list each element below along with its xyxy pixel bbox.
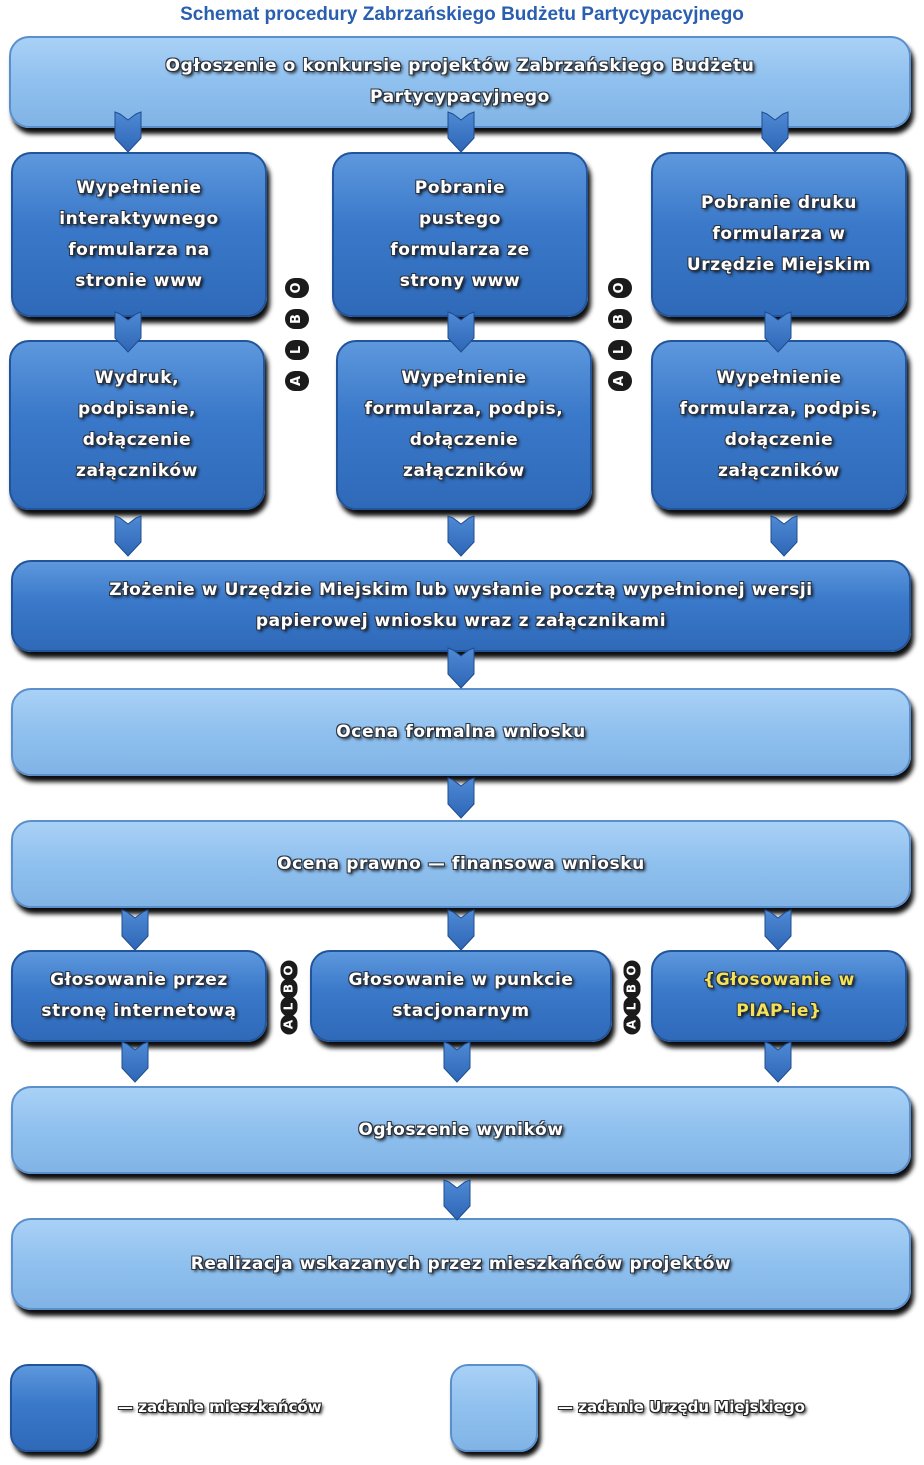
flow-arrow [764, 909, 792, 951]
diagram-title: Schemat procedury Zabrzańskiego Budżetu … [180, 4, 744, 25]
vote-piap-label: {Głosowanie w PIAP-ie} [703, 970, 855, 1021]
albo-separator: O B L A [282, 276, 312, 400]
albo-letter: A [623, 1014, 641, 1035]
albo-separator: O B L A [617, 960, 647, 1035]
albo-letter: O [608, 278, 632, 298]
albo-separator: O B L A [605, 276, 635, 400]
albo-letter: O [623, 960, 641, 981]
albo-letter: A [285, 371, 309, 391]
legal-financial-review-box: Ocena prawno — finansowa wniosku [11, 820, 911, 908]
submit-box: Złożenie w Urzędzie Miejskim lub wysłani… [11, 560, 911, 652]
albo-letter: A [608, 371, 632, 391]
formal-review-box: Ocena formalna wniosku [11, 688, 911, 776]
flow-arrow [114, 515, 142, 557]
vote-piap-box: {Głosowanie w PIAP-ie} [651, 950, 907, 1042]
albo-letter: A [280, 1014, 298, 1035]
albo-letter: B [285, 309, 309, 329]
flow-arrow [121, 1041, 149, 1083]
albo-letter: B [623, 978, 641, 999]
print-sign-attach-box: Wydruk, podpisanie, dołączenie załącznik… [9, 340, 265, 510]
albo-letter: L [623, 996, 641, 1017]
legend-swatch-resident [10, 1364, 98, 1452]
albo-letter: B [608, 309, 632, 329]
albo-letter: O [280, 960, 298, 981]
fill-sign-attach-box: Wypełnienie formularza, podpis, dołączen… [651, 340, 907, 510]
albo-letter: L [280, 996, 298, 1017]
announcement-box: Ogłoszenie o konkursie projektów Zabrzań… [9, 36, 911, 128]
legend-label-office: — zadanie Urzędu Miejskiego [558, 1398, 805, 1416]
legend-swatch-office [450, 1364, 538, 1452]
fill-online-form-box: Wypełnienie interaktywnego formularza na… [11, 152, 267, 317]
albo-letter: O [285, 278, 309, 298]
fill-sign-attach-box: Wypełnienie formularza, podpis, dołączen… [336, 340, 592, 510]
flow-arrow [447, 647, 475, 689]
vote-online-box: Głosowanie przez stronę internetową [11, 950, 267, 1042]
flow-arrow [121, 909, 149, 951]
vote-station-box: Głosowanie w punkcie stacjonarnym [310, 950, 612, 1042]
results-box: Ogłoszenie wyników [11, 1086, 911, 1174]
legend-label-resident: — zadanie mieszkańców [118, 1398, 322, 1416]
albo-letter: L [608, 340, 632, 360]
albo-separator: O B L A [274, 960, 304, 1035]
flow-arrow [443, 1041, 471, 1083]
download-blank-form-box: Pobranie pustego formularza ze strony ww… [332, 152, 588, 317]
albo-letter: B [280, 978, 298, 999]
flow-arrow [447, 515, 475, 557]
flow-arrow [770, 515, 798, 557]
flow-arrow [447, 909, 475, 951]
implementation-box: Realizacja wskazanych przez mieszkańców … [11, 1218, 911, 1310]
collect-form-office-box: Pobranie druku formularza w Urzędzie Mie… [651, 152, 907, 317]
albo-letter: L [285, 340, 309, 360]
flow-arrow [764, 1041, 792, 1083]
flow-arrow [443, 1179, 471, 1221]
flow-arrow [447, 777, 475, 819]
